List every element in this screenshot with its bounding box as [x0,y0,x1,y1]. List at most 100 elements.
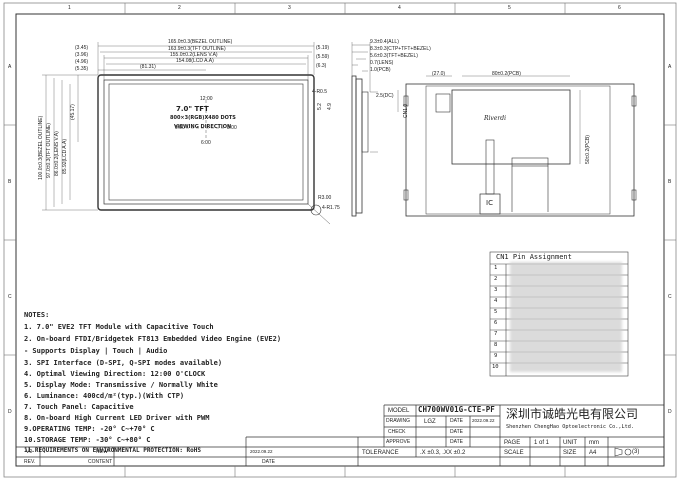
row-letter: C [8,294,12,300]
pin-number: 10 [492,364,499,370]
size-value: A4 [589,450,597,456]
dim-label: 85.92(LCD A.A) [62,138,68,174]
panel-resolution: 800×3(RGB)X480 DOTS [170,115,236,121]
note-item: 10.STORAGE TEMP: -30° C~+80° C [24,436,151,444]
dim-label: 155.0±0.2(LENS V.A) [170,52,218,58]
side-dim: 8.3±0.3(CTP+TFT+BEZEL) [370,46,431,52]
view-label-12: 12:00 [200,96,213,102]
company-name-cn: 深圳市诚皓光电有限公司 [506,407,639,421]
view-label-3: 3:00 [227,125,237,131]
dim-label: (3.45) [75,45,89,51]
approve-label: APPROVE [386,439,411,445]
corner-label: 4.9 [327,103,333,110]
column-number: 4 [398,5,401,11]
note-item: 11.REQUIREMENTS ON ENVIRONMENTAL PROTECT… [24,447,202,454]
scale-label: SCALE [504,450,524,456]
dim-label: (5.35) [75,66,89,72]
back-dim: 80±0.2(PCB) [492,71,521,77]
dim-label: 163.9±0.3(TFT OUTLINE) [168,46,226,52]
column-number: 6 [618,5,621,11]
redacted-pin-names [510,262,622,372]
dim-label: (3.96) [75,52,89,58]
row-letter: C [668,294,672,300]
tolerance-label: TOLERANCE [362,450,399,456]
row-letter: A [668,64,672,70]
row-letter: A [8,64,12,70]
page-label: PAGE [504,440,521,446]
dim-label: 86.0±0.2(LENS V.A) [54,131,60,176]
rev-content: CONTENT [88,459,113,465]
row-letter: B [8,179,12,185]
projection-symbol: (3) [632,449,640,455]
size-label: SIZE [563,450,577,456]
note-item: 9.OPERATING TEMP: -20° C~+70° C [24,425,155,433]
note-item: 3. SPI Interface (D-SPI, Q-SPI modes ava… [24,359,223,367]
dim-label: (4.96) [75,59,89,65]
back-dim: (27.0) [432,71,446,77]
title-block [16,404,664,466]
page-value: 1 of 1 [534,440,550,446]
pin-number: 7 [494,331,498,337]
dim-label: 165.0±0.3(BEZEL OUTLINE) [168,39,233,45]
pin-number: 1 [494,265,498,271]
pin-number: 6 [494,320,498,326]
date-label: DATE [450,429,463,435]
note-item: 2. On-board FTDI/Bridgetek FT813 Embedde… [24,335,282,343]
drawing-value: LGZ [424,419,436,425]
notes-heading: NOTES: [24,311,50,319]
side-dim: 5.6±0.3(TFT+BEZEL) [370,53,418,59]
dim-label: 154.08(LCD A.A) [176,58,214,64]
dim-label: (5.59) [316,54,330,60]
pin-number: 8 [494,342,498,348]
note-item: 8. On-board High Current LED Driver with… [24,414,210,422]
back-dim: 50±0.2(PCB) [585,135,591,164]
front-view [42,42,331,225]
note-item: 7. Touch Panel: Capacitive [24,403,134,411]
back-dim: CN1.0 [403,103,409,118]
rev-new: NEW [96,449,108,455]
riverdi-logo: Riverdi [484,115,507,122]
note-item: 6. Luminance: 400cd/m²(typ.)(With CTP) [24,392,185,400]
rev-header: REV. [24,459,36,465]
dim-label: (5.19) [316,45,330,51]
tolerance-value: .X ±0.3, .XX ±0.2 [420,450,466,456]
note-item: 5. Display Mode: Transmissive / Normally… [24,381,218,389]
dim-label: 100.0±0.3(BEZEL OUTLINE) [38,115,44,180]
drawing-label: DRAWING [386,418,410,424]
dim-label: (81.31) [140,64,156,70]
pin-number: 4 [494,298,498,304]
view-label-6: 6:00 [201,140,211,146]
pin-number: 5 [494,309,498,315]
pin-table-title: CN1 Pin Assignment [496,253,572,261]
pin-number: 3 [494,287,498,293]
row-letter: D [8,409,12,415]
check-label: CHECK [388,429,406,435]
column-number: 1 [68,5,71,11]
date-label: DATE [450,439,463,445]
rev-v0: V0 [26,449,33,455]
corner-label: R3.00 [318,195,332,201]
side-dim: 1.0(PCB) [370,67,391,73]
column-number: 3 [288,5,291,11]
date-value: 2022.09.22 [472,418,495,423]
dim-label: 97.0±0.3(TFT OUTLINE) [46,123,52,178]
side-dim: 0.7(LENS) [370,60,394,66]
company-name-en: Shenzhen ChengHao Optoelectronic Co.,Ltd… [506,424,635,430]
ic-label: IC [486,199,493,207]
note-item: - Supports Display | Touch | Audio [24,347,168,355]
unit-label: UNIT [563,440,577,446]
corner-label: 5.2 [317,103,323,110]
pin-number: 2 [494,276,498,282]
rev-date-header: DATE [262,459,275,465]
note-item: 1. 7.0" EVE2 TFT Module with Capacitive … [24,323,214,331]
model-value: CH700WV01G-CTE-PF [418,405,495,414]
side-view [351,42,378,217]
corner-label: 4-R1.75 [322,205,340,211]
row-letter: B [668,179,672,185]
panel-title: 7.0" TFT [176,105,209,113]
back-view [397,75,637,217]
panel-viewing-direction: VIEWING DIRECTION [174,124,232,130]
date-label: DATE [450,418,463,424]
side-dim: 9.3±0.4(ALL) [370,39,399,45]
rev-date: 2022.09.22 [250,449,273,454]
